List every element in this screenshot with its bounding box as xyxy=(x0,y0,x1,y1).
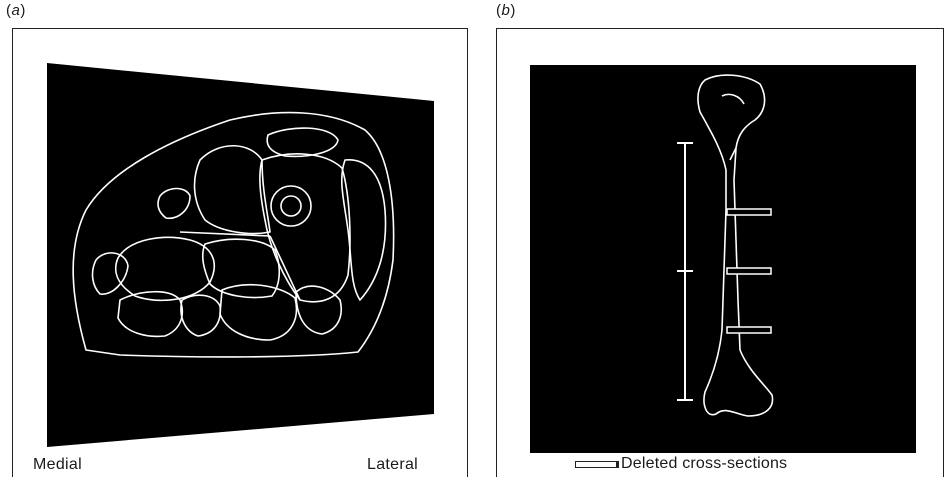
cross-section-background xyxy=(47,63,434,447)
muscle-posterior-lateral xyxy=(295,285,342,335)
lateral-label: Lateral xyxy=(367,456,419,473)
legend-label: Deleted cross-sections xyxy=(621,455,788,472)
muscle-vastus-intermedius xyxy=(259,153,351,303)
panel-b-label-close: ) xyxy=(510,2,516,19)
panel-b-frame xyxy=(496,28,944,477)
measurement-bar xyxy=(677,142,693,401)
muscle-rectus-femoris xyxy=(266,127,339,158)
legend: Deleted cross-sections xyxy=(575,455,787,473)
muscle-adductor-magnus xyxy=(202,238,281,299)
femur-panel-background xyxy=(530,65,916,453)
panel-a-label-open: ( xyxy=(6,2,12,19)
panel-a-label-close: ) xyxy=(20,2,26,19)
panel-a-label-letter: a xyxy=(11,2,21,19)
panel-a-label: (a) xyxy=(6,2,26,19)
panel-b-label: (b) xyxy=(496,2,516,19)
septum-line xyxy=(179,231,301,301)
femur-outer xyxy=(270,185,312,227)
muscle-sartorius xyxy=(157,187,191,220)
panel-a-frame xyxy=(12,28,468,477)
femur-inner xyxy=(280,195,302,217)
muscle-semimembranosus xyxy=(117,290,184,338)
cross-section-marker-1 xyxy=(726,208,772,216)
panel-b-label-letter: b xyxy=(501,2,511,19)
muscle-semitendinosus xyxy=(180,294,222,337)
cross-section-outlines xyxy=(72,111,395,358)
femur-outline xyxy=(697,74,774,417)
medial-label: Medial xyxy=(33,456,82,473)
muscle-vastus-lateralis xyxy=(340,159,387,301)
cross-section-marker-3 xyxy=(726,326,772,334)
muscle-vastus-medialis xyxy=(193,145,271,235)
panel-b-label-open: ( xyxy=(496,2,502,19)
muscle-gracilis xyxy=(91,252,129,295)
legend-swatch xyxy=(575,460,619,468)
thigh-outer-contour xyxy=(72,111,395,358)
muscle-biceps-femoris xyxy=(219,283,298,341)
deleted-cross-sections xyxy=(726,208,772,334)
femur-head-detail xyxy=(721,93,745,161)
femur-drawing xyxy=(697,74,774,417)
cross-section-marker-2 xyxy=(726,267,772,275)
